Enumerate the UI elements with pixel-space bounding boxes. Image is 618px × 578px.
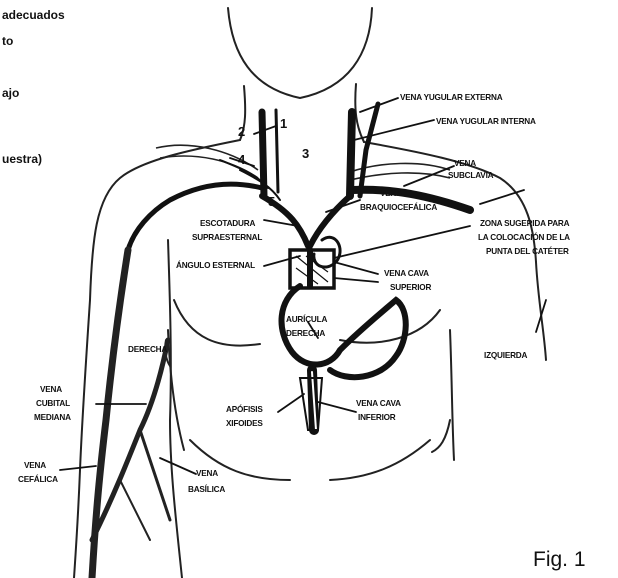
label-zona-sugerida: LA COLOCACIÓN DE LA	[478, 231, 570, 242]
label-vena-cubital-mediana: VENA	[40, 385, 62, 394]
label-vena-cava-inferior: INFERIOR	[358, 413, 396, 422]
label-vena-cefalica: CEFÁLICA	[18, 474, 58, 484]
figure-caption: Fig. 1	[533, 548, 586, 572]
label-apofisis-xifoides: APÓFISIS	[226, 403, 263, 414]
label-vena-subclavia: SUBCLAVIA	[448, 171, 494, 180]
number-label: 4	[238, 152, 246, 167]
label-vena-cefalica: VENA	[24, 461, 46, 470]
label-vena-basilica: BASÍLICA	[188, 484, 225, 494]
label-vena-cava-superior: SUPERIOR	[390, 283, 431, 292]
number-label: 1	[280, 116, 287, 131]
label-escotadura: ESCOTADURA	[200, 219, 255, 228]
label-vena-basilica: VENA	[196, 469, 218, 478]
label-auricula-derecha: DERECHA	[286, 329, 325, 338]
label-vena-braquiocefalica: VENA	[380, 189, 402, 198]
label-zona-sugerida: PUNTA DEL CATÉTER	[486, 246, 569, 256]
label-vena-yugular-interna: VENA YUGULAR INTERNA	[436, 117, 536, 126]
label-angulo-esternal: ÁNGULO ESTERNAL	[176, 260, 255, 270]
label-vena-cava-inferior: VENA CAVA	[356, 399, 401, 408]
label-vena-braquiocefalica: BRAQUIOCEFÁLICA	[360, 202, 437, 212]
label-apofisis-xifoides: XIFOIDES	[226, 419, 263, 428]
number-label: 2	[238, 124, 245, 139]
arm-veins	[92, 250, 170, 578]
number-label: 3	[302, 146, 309, 161]
label-auricula-derecha: AURÍCULA	[286, 314, 327, 324]
label-vena-cubital-mediana: CUBITAL	[36, 399, 70, 408]
label-vena-yugular-externa: VENA YUGULAR EXTERNA	[400, 93, 503, 102]
label-escotadura: SUPRAESTERNAL	[192, 233, 262, 242]
label-izquierda: IZQUIERDA	[484, 351, 528, 360]
label-derecha: DERECHA	[128, 345, 167, 354]
heart	[282, 237, 406, 377]
number-label: 5	[268, 194, 275, 209]
label-zona-sugerida: ZONA SUGERIDA PARA	[480, 219, 570, 228]
label-vena-cava-superior: VENA CAVA	[384, 269, 429, 278]
label-vena-cubital-mediana: MEDIANA	[34, 413, 71, 422]
label-vena-subclavia: VENA	[454, 159, 476, 168]
